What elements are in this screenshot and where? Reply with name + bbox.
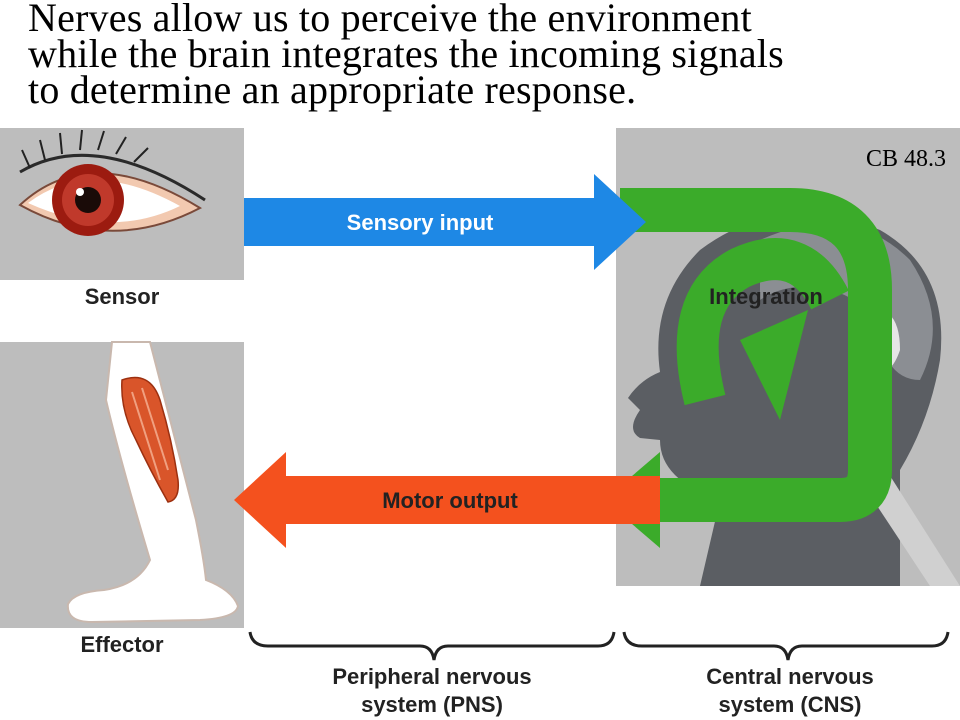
sensory-input-arrow [244, 174, 646, 270]
leg-icon [66, 341, 240, 624]
pns-brace [248, 631, 616, 661]
eye-icon [18, 129, 206, 236]
sensory-input-label: Sensory input [347, 210, 494, 235]
slide-title: Nerves allow us to perceive the environm… [28, 0, 958, 112]
effector-label: Effector [80, 632, 164, 657]
cns-brace [622, 631, 950, 661]
motor-output-label: Motor output [382, 488, 518, 513]
figure-reference: CB 48.3 [865, 146, 946, 172]
title-line-1: Nerves allow us to perceive the environm… [28, 0, 752, 40]
cns-label-line-2: system (CNS) [718, 692, 861, 717]
motor-output-arrow [234, 452, 660, 548]
sensor-label: Sensor [85, 284, 160, 309]
cns-label-line-1: Central nervous [706, 664, 874, 689]
pns-label-line-2: system (PNS) [361, 692, 503, 717]
title-line-2: while the brain integrates the incoming … [28, 31, 784, 76]
pns-label-line-1: Peripheral nervous [332, 664, 531, 689]
title-line-3: to determine an appropriate response. [28, 67, 637, 112]
integration-label: Integration [709, 284, 823, 309]
